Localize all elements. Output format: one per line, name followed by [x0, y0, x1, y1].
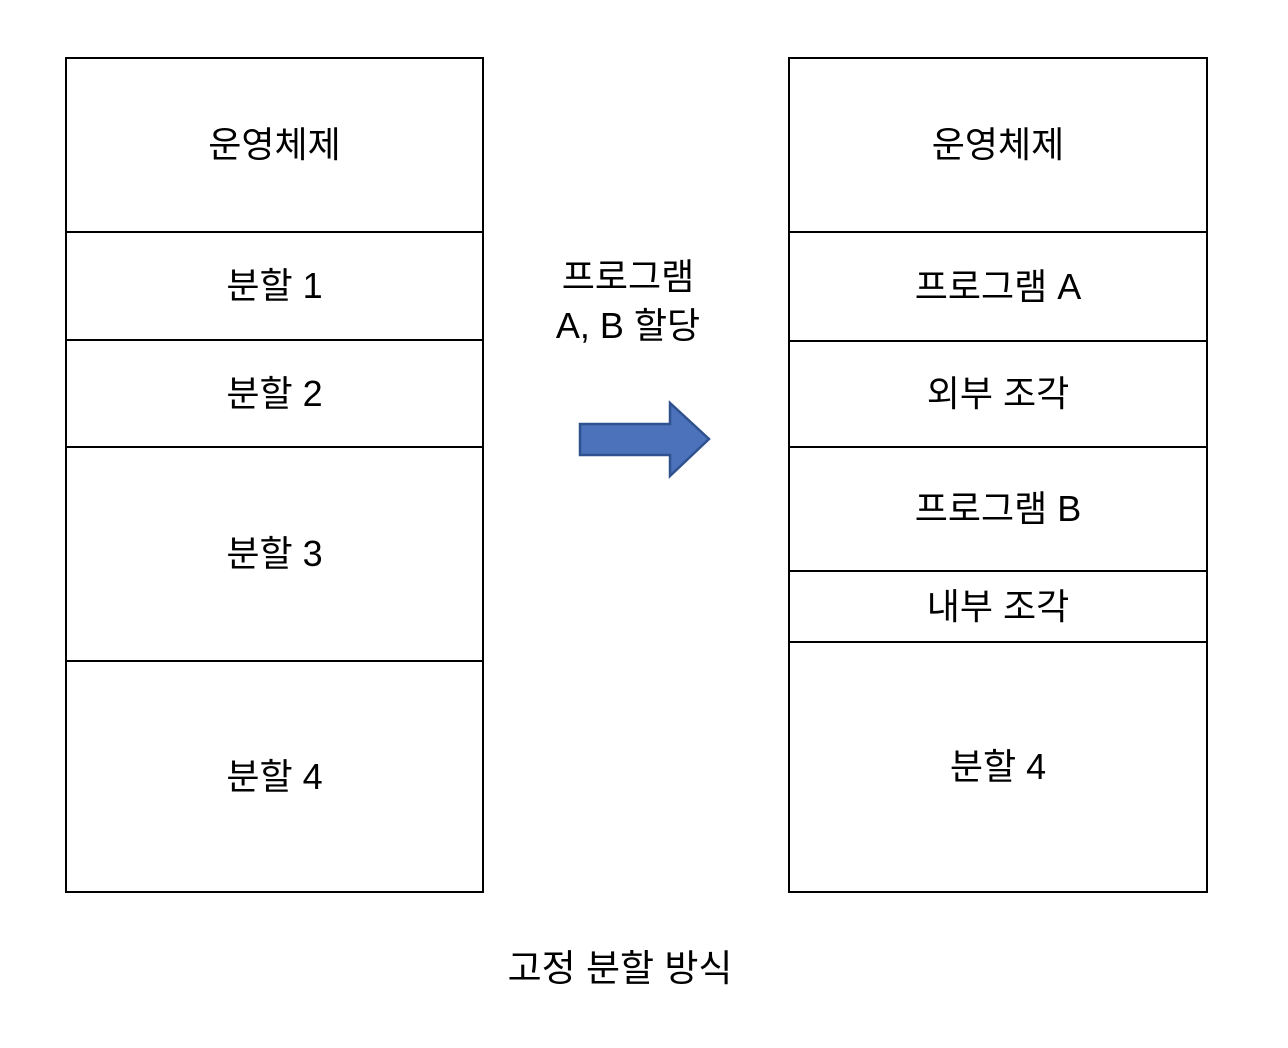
- partition-label: 운영체제: [208, 124, 341, 166]
- partition-cell-4: 분할 4: [790, 643, 1206, 891]
- partition-cell-4: 분할 4: [67, 662, 482, 891]
- partition-label: 프로그램 A: [914, 265, 1082, 307]
- partition-label: 외부 조각: [926, 373, 1070, 415]
- allocation-label-line2: A, B 할당: [555, 305, 701, 346]
- diagram-caption: 고정 분할 방식: [507, 948, 733, 989]
- partition-cell-2: 분할 2: [67, 341, 482, 448]
- partition-cell-external-fragment: 외부 조각: [790, 342, 1206, 448]
- partition-label: 프로그램 B: [914, 488, 1082, 530]
- partition-label: 운영체제: [931, 124, 1065, 166]
- right-arrow-icon: [578, 400, 711, 479]
- partition-label: 분할 1: [226, 265, 323, 307]
- right-arrow-shape: [578, 400, 711, 479]
- partition-label: 분할 2: [226, 372, 323, 414]
- partition-label: 분할 3: [226, 533, 323, 575]
- allocation-label: 프로그램 A, B 할당: [503, 252, 753, 350]
- partition-cell-3: 분할 3: [67, 448, 482, 662]
- partition-label: 내부 조각: [926, 585, 1070, 627]
- partition-cell-program-b: 프로그램 B: [790, 448, 1206, 572]
- partition-cell-os: 운영체제: [67, 59, 482, 233]
- memory-column-after: 운영체제 프로그램 A 외부 조각 프로그램 B 내부 조각 분할 4: [788, 57, 1208, 893]
- partition-cell-internal-fragment: 내부 조각: [790, 572, 1206, 643]
- partition-label: 분할 4: [949, 746, 1047, 788]
- allocation-label-line1: 프로그램: [561, 256, 695, 297]
- partition-cell-1: 분할 1: [67, 233, 482, 341]
- memory-column-before: 운영체제 분할 1 분할 2 분할 3 분할 4: [65, 57, 484, 893]
- partition-label: 분할 4: [226, 755, 323, 797]
- partition-cell-program-a: 프로그램 A: [790, 233, 1206, 342]
- partition-cell-os: 운영체제: [790, 59, 1206, 233]
